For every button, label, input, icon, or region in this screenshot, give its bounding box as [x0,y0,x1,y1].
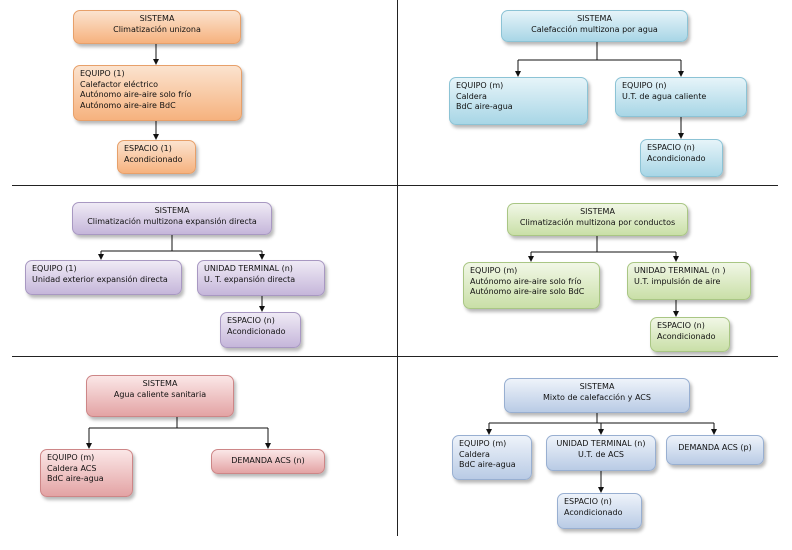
equipo-box: EQUIPO (m) Autónomo aire-aire solo frío … [463,262,600,309]
espacio-title: ESPACIO (n) [564,497,612,506]
espacio-title: ESPACIO (n) [657,321,705,330]
equipo-title: EQUIPO (m) [456,81,504,90]
terminal-name: U.T. de agua caliente [622,91,707,101]
equipo-box: EQUIPO (1) Calefactor eléctrico Autónomo… [73,65,242,121]
espacio-name: Acondicionado [647,153,706,163]
espacio-name: Acondicionado [657,331,716,341]
espacio-title: ESPACIO (1) [124,144,172,153]
system-name: Calefacción multizona por agua [531,24,658,34]
terminal-box: UNIDAD TERMINAL (n) U. T. expansión dire… [197,260,325,296]
system-title: SISTEMA [139,14,175,23]
equipo-item: BdC aire-agua [47,474,104,483]
espacio-name: Acondicionado [564,507,623,517]
equipo-item: Caldera [459,449,490,459]
system-box: SISTEMA Agua caliente sanitaria [86,375,234,417]
system-name: Climatización multizona expansión direct… [87,216,257,226]
system-title: SISTEMA [577,14,612,23]
equipo-item: BdC aire-agua [459,460,516,469]
system-box: SISTEMA Climatización unizona [73,10,241,44]
equipo-title: EQUIPO (m) [459,439,507,448]
terminal-box: EQUIPO (n) U.T. de agua caliente [615,77,747,117]
equipo-item: Calefactor eléctrico [80,79,159,89]
equipo-title: EQUIPO (m) [470,266,518,275]
espacio-title: ESPACIO (n) [647,143,695,152]
demanda-box: DEMANDA ACS (p) [666,435,764,465]
system-title: SISTEMA [154,206,190,215]
system-name: Agua caliente sanitaria [113,389,207,399]
equipo-box: EQUIPO (1) Unidad exterior expansión dir… [25,260,182,295]
espacio-name: Acondicionado [227,326,286,336]
equipo-item: Autónomo aire-aire solo BdC [470,287,585,296]
terminal-title: UNIDAD TERMINAL (n ) [634,266,726,275]
equipo-item: Unidad exterior expansión directa [32,274,168,284]
system-name: Climatización multizona por conductos [519,217,676,227]
terminal-title: UNIDAD TERMINAL (n) [204,264,293,273]
equipo-item: Autónomo aire-aire solo frío [470,276,582,286]
equipo-item: Caldera [456,91,487,101]
espacio-box: ESPACIO (n) Acondicionado [640,139,723,177]
terminal-name: U. T. expansión directa [204,274,296,284]
espacio-title: ESPACIO (n) [227,316,275,325]
equipo-item: Caldera ACS [47,463,97,473]
equipo-title: EQUIPO (m) [47,453,95,462]
terminal-title: UNIDAD TERMINAL (n) [556,439,646,448]
equipo-box: EQUIPO (m) Caldera ACS BdC aire-agua [40,449,133,497]
equipo-item: Autónomo aire-aire BdC [80,100,176,110]
espacio-box: ESPACIO (n) Acondicionado [557,493,642,529]
vertical-divider [397,0,398,536]
system-box: SISTEMA Climatización multizona por cond… [507,203,688,236]
system-name: Climatización unizona [113,24,201,34]
equipo-item: Autónomo aire-aire solo frío [80,90,192,99]
system-title: SISTEMA [579,382,615,391]
terminal-title: EQUIPO (n) [622,81,667,90]
system-title: SISTEMA [142,379,178,388]
equipo-title: EQUIPO (1) [32,264,77,273]
terminal-name: U.T. de ACS [578,449,624,459]
terminal-box: UNIDAD TERMINAL (n ) U.T. impulsión de a… [627,262,751,300]
espacio-box: ESPACIO (n) Acondicionado [650,317,730,352]
system-box: SISTEMA Climatización multizona expansió… [72,202,272,235]
espacio-box: ESPACIO (1) Acondicionado [117,140,196,174]
equipo-box: EQUIPO (m) Caldera BdC aire-agua [449,77,588,125]
espacio-box: ESPACIO (n) Acondicionado [220,312,301,348]
terminal-box: UNIDAD TERMINAL (n) U.T. de ACS [546,435,656,471]
horizontal-divider-1 [12,185,778,186]
equipo-item: BdC aire-agua [456,102,513,111]
system-name: Mixto de calefacción y ACS [543,392,651,402]
equipo-box: EQUIPO (m) Caldera BdC aire-agua [452,435,532,480]
system-box: SISTEMA Mixto de calefacción y ACS [504,378,690,413]
demanda-box: DEMANDA ACS (n) [211,449,325,474]
equipo-title: EQUIPO (1) [80,69,125,78]
espacio-name: Acondicionado [124,154,183,164]
system-title: SISTEMA [580,207,615,216]
system-box: SISTEMA Calefacción multizona por agua [501,10,688,42]
demanda-title: DEMANDA ACS (n) [231,456,305,465]
demanda-title: DEMANDA ACS (p) [678,443,752,452]
horizontal-divider-2 [12,356,778,357]
terminal-name: U.T. impulsión de aire [634,276,721,286]
